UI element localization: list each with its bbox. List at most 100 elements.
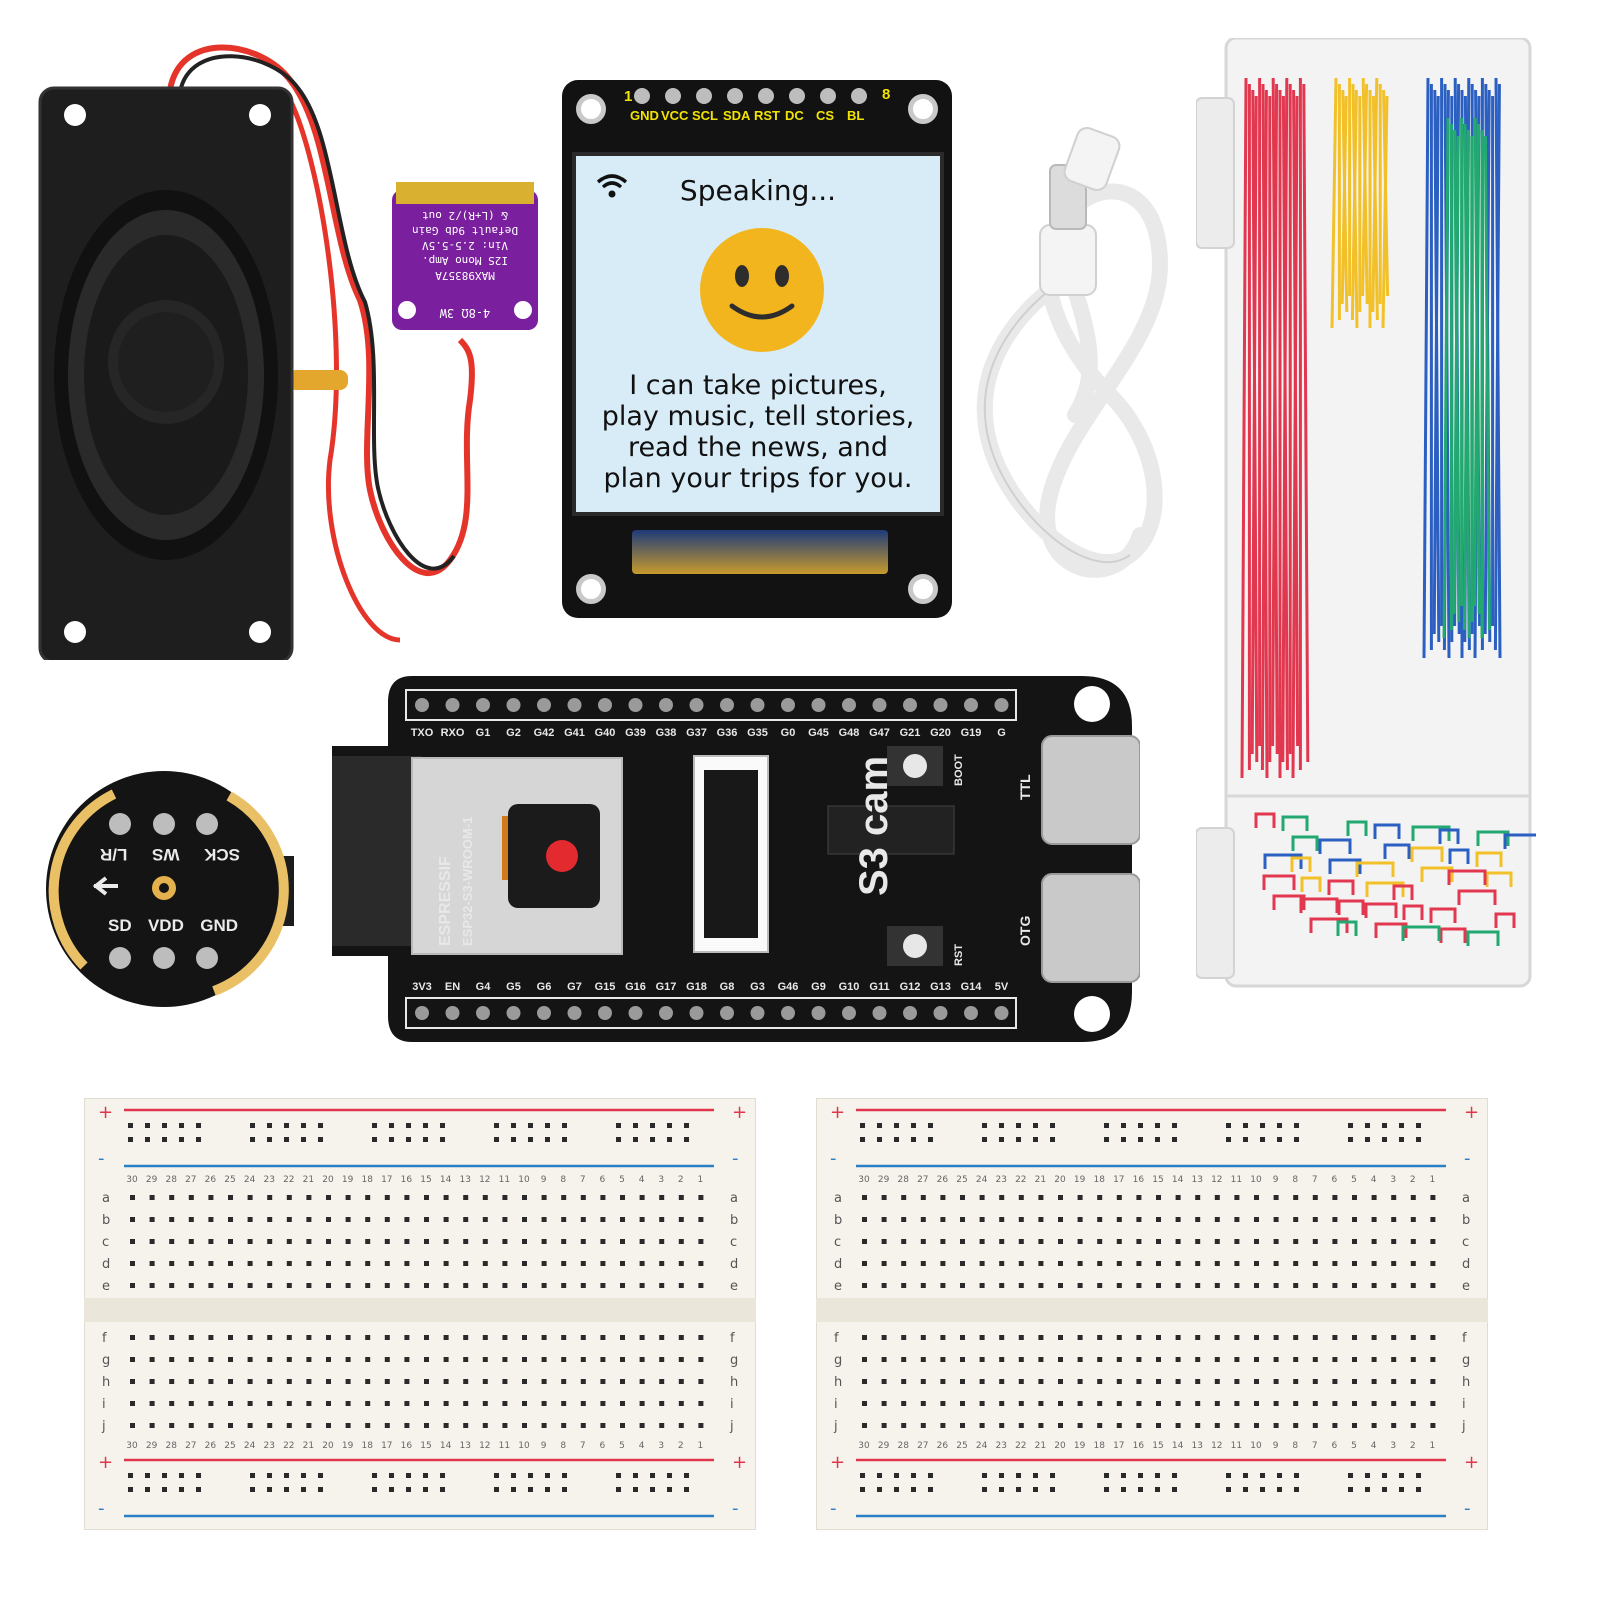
rail-hole bbox=[1243, 1123, 1248, 1128]
rail-hole bbox=[650, 1473, 655, 1478]
breadboard-hole bbox=[1116, 1195, 1122, 1200]
breadboard-hole bbox=[247, 1261, 253, 1266]
column-number: 11 bbox=[1231, 1441, 1242, 1451]
column-number: 19 bbox=[342, 1175, 354, 1185]
rail-hole bbox=[1226, 1473, 1231, 1478]
column-number: 27 bbox=[185, 1175, 196, 1185]
amp-line: MAX98357A bbox=[435, 269, 495, 282]
rail-hole bbox=[1348, 1487, 1353, 1492]
breadboard-hole bbox=[1136, 1217, 1142, 1222]
breadboard-hole bbox=[306, 1423, 312, 1428]
column-number: 22 bbox=[1015, 1441, 1026, 1451]
column-number: 15 bbox=[420, 1441, 431, 1451]
breadboard-hole bbox=[130, 1195, 135, 1200]
column-number: 25 bbox=[224, 1175, 235, 1185]
breadboard-hole bbox=[639, 1239, 645, 1244]
column-number: 9 bbox=[541, 1175, 547, 1185]
lcd-message-line: plan your trips for you. bbox=[603, 463, 913, 494]
rail-hole bbox=[440, 1473, 445, 1478]
jumper-wire bbox=[1432, 95, 1440, 635]
short-jumper bbox=[1318, 838, 1352, 854]
breadboard-hole bbox=[1352, 1283, 1357, 1288]
breadboard-hole bbox=[1332, 1217, 1338, 1222]
breadboard-hole bbox=[639, 1195, 645, 1200]
pin-label: G46 bbox=[778, 981, 799, 993]
breadboard-hole bbox=[1175, 1335, 1181, 1340]
breadboard-hole bbox=[1410, 1261, 1416, 1266]
rail-hole bbox=[494, 1487, 499, 1492]
row-letter: c bbox=[102, 1235, 109, 1250]
breadboard-hole bbox=[228, 1239, 233, 1244]
breadboard-hole bbox=[149, 1239, 155, 1244]
breadboard-hole bbox=[1312, 1261, 1318, 1266]
breadboard-hole bbox=[1116, 1357, 1122, 1362]
rail-hole bbox=[423, 1137, 428, 1142]
breadboard-hole bbox=[960, 1261, 965, 1266]
breadboard-hole bbox=[1293, 1283, 1299, 1288]
rail-hole bbox=[999, 1137, 1004, 1142]
breadboard-hole bbox=[1136, 1357, 1142, 1362]
row-letter: h bbox=[1462, 1375, 1470, 1390]
rail-hole bbox=[511, 1137, 516, 1142]
breadboard-hole bbox=[267, 1283, 273, 1288]
breadboard-hole bbox=[169, 1379, 175, 1384]
header-pin bbox=[872, 698, 887, 712]
breadboard-hole bbox=[541, 1379, 547, 1384]
breadboard-hole bbox=[188, 1239, 194, 1244]
breadboard-hole bbox=[286, 1423, 292, 1428]
breadboard-hole bbox=[1214, 1195, 1220, 1200]
rail-hole bbox=[440, 1123, 445, 1128]
breadboard-hole bbox=[862, 1195, 867, 1200]
mic-top-labels: SCK WS L/R bbox=[100, 844, 240, 864]
column-number: 14 bbox=[440, 1175, 452, 1185]
pin-label: G4 bbox=[476, 981, 492, 993]
rail-hole bbox=[1033, 1123, 1038, 1128]
short-jumper bbox=[1328, 858, 1362, 874]
column-number: 14 bbox=[440, 1441, 452, 1451]
breadboard-hole bbox=[384, 1379, 390, 1384]
breadboard-hole bbox=[1254, 1283, 1259, 1288]
column-number: 15 bbox=[420, 1175, 431, 1185]
rail-hole bbox=[1121, 1487, 1126, 1492]
breadboard-hole bbox=[1391, 1195, 1397, 1200]
column-number: 3 bbox=[658, 1175, 664, 1185]
column-number: 8 bbox=[1292, 1175, 1298, 1185]
breadboard-hole bbox=[228, 1195, 233, 1200]
breadboard-hole bbox=[384, 1195, 390, 1200]
pin-label: G5 bbox=[506, 981, 521, 993]
rail-hole bbox=[389, 1137, 394, 1142]
column-number: 2 bbox=[1410, 1175, 1416, 1185]
lcd-pin-header bbox=[634, 88, 884, 104]
jumper-wire bbox=[1422, 77, 1430, 659]
breadboard-hole bbox=[443, 1195, 449, 1200]
breadboard-hole bbox=[228, 1401, 233, 1406]
breadboard-hole bbox=[541, 1283, 547, 1288]
breadboard-hole bbox=[443, 1379, 449, 1384]
breadboard-hole bbox=[1371, 1239, 1377, 1244]
breadboard-hole bbox=[306, 1379, 312, 1384]
jumper-wire bbox=[1442, 117, 1450, 639]
header-pin bbox=[537, 1006, 551, 1020]
breadboard-hole bbox=[698, 1379, 704, 1384]
breadboard-hole bbox=[463, 1261, 469, 1266]
breadboard-hole bbox=[1352, 1217, 1357, 1222]
pin-label: RXO bbox=[441, 727, 465, 739]
rail-hole bbox=[318, 1137, 323, 1142]
header-pin bbox=[567, 698, 582, 712]
row-letter: c bbox=[834, 1235, 841, 1250]
rail-hole bbox=[1033, 1137, 1038, 1142]
column-number: 26 bbox=[205, 1441, 217, 1451]
breadboard-hole bbox=[862, 1239, 867, 1244]
breadboard-hole bbox=[424, 1261, 429, 1266]
breadboard-hole bbox=[345, 1335, 351, 1340]
breadboard-hole bbox=[365, 1379, 371, 1384]
breadboard-hole bbox=[940, 1335, 946, 1340]
breadboard-hole bbox=[1116, 1423, 1122, 1428]
rail-hole bbox=[894, 1473, 899, 1478]
breadboard-hole bbox=[463, 1239, 469, 1244]
breadboard-hole bbox=[1058, 1217, 1063, 1222]
esp32-s3-cam-board: S3 cam ESPRESSIF ESP32-S3-WROOM-1 BOOT R… bbox=[332, 676, 1141, 1042]
breadboard-hole bbox=[639, 1401, 645, 1406]
column-number: 18 bbox=[1093, 1441, 1105, 1451]
rail-hole bbox=[1294, 1123, 1299, 1128]
